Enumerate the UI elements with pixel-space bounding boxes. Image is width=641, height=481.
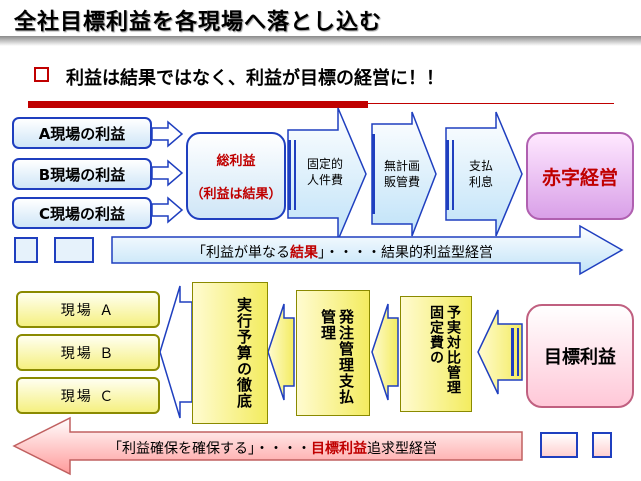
step-execution-budget: 実行予算の徹底	[192, 282, 268, 424]
arrow-exec-to-sites	[159, 285, 193, 419]
arrow-c-to-total	[151, 196, 184, 224]
arrow-a-to-total	[151, 120, 184, 148]
arrow-from-target	[477, 309, 523, 395]
arrow-b-to-total	[151, 159, 184, 187]
site-b-box: 現場 Ｂ	[16, 334, 160, 371]
red-divider	[28, 101, 368, 108]
arrow-target-banner	[12, 416, 523, 476]
step-order-payment: 発注管理支払管理	[296, 290, 370, 416]
page-title: 全社目標利益を各現場へ落とし込む	[14, 10, 383, 35]
arrow-fixed-labor	[287, 107, 367, 241]
marker-square-4	[592, 432, 612, 458]
arrow-budget-to-order	[371, 303, 399, 401]
source-site-a: A現場の利益	[12, 117, 152, 149]
marker-square-2	[54, 237, 94, 263]
subtitle: 利益は結果ではなく、利益が目標の経営に！！	[66, 68, 444, 89]
site-a-box: 現場 Ａ	[16, 291, 160, 328]
deficit-management-box: 赤字経営	[526, 132, 634, 220]
arrow-interest	[445, 111, 523, 237]
total-profit-title: 総利益	[216, 154, 256, 169]
target-banner-text: 「利益確保を確保する」・・・・目標利益追求型経営	[108, 441, 437, 457]
total-profit-note: （利益は結果）	[190, 187, 282, 202]
source-site-b: B現場の利益	[12, 158, 152, 190]
square-bullet-icon	[34, 67, 49, 82]
thin-divider	[368, 103, 614, 104]
marker-square-3	[540, 432, 578, 458]
cost-label-sga: 無計画 販管費	[383, 159, 420, 189]
title-underline	[0, 36, 641, 46]
marker-square-1	[14, 237, 38, 263]
arrow-result-banner	[111, 224, 624, 276]
target-profit-box: 目標利益	[526, 304, 634, 408]
source-site-c: C現場の利益	[12, 197, 152, 229]
arrow-sga	[371, 111, 437, 237]
arrow-order-to-exec	[267, 303, 295, 401]
cost-label-labor: 固定的 人件費	[306, 157, 343, 187]
site-c-box: 現場 Ｃ	[16, 377, 160, 414]
cost-label-interest: 支払 利息	[468, 159, 493, 189]
result-banner-text: 「利益が単なる結果」・・・・結果的利益型経営	[192, 245, 493, 261]
total-profit-box: 総利益 （利益は結果）	[186, 132, 286, 220]
step-fixed-cost-compare: 予実対比管理固定費の	[400, 296, 472, 412]
